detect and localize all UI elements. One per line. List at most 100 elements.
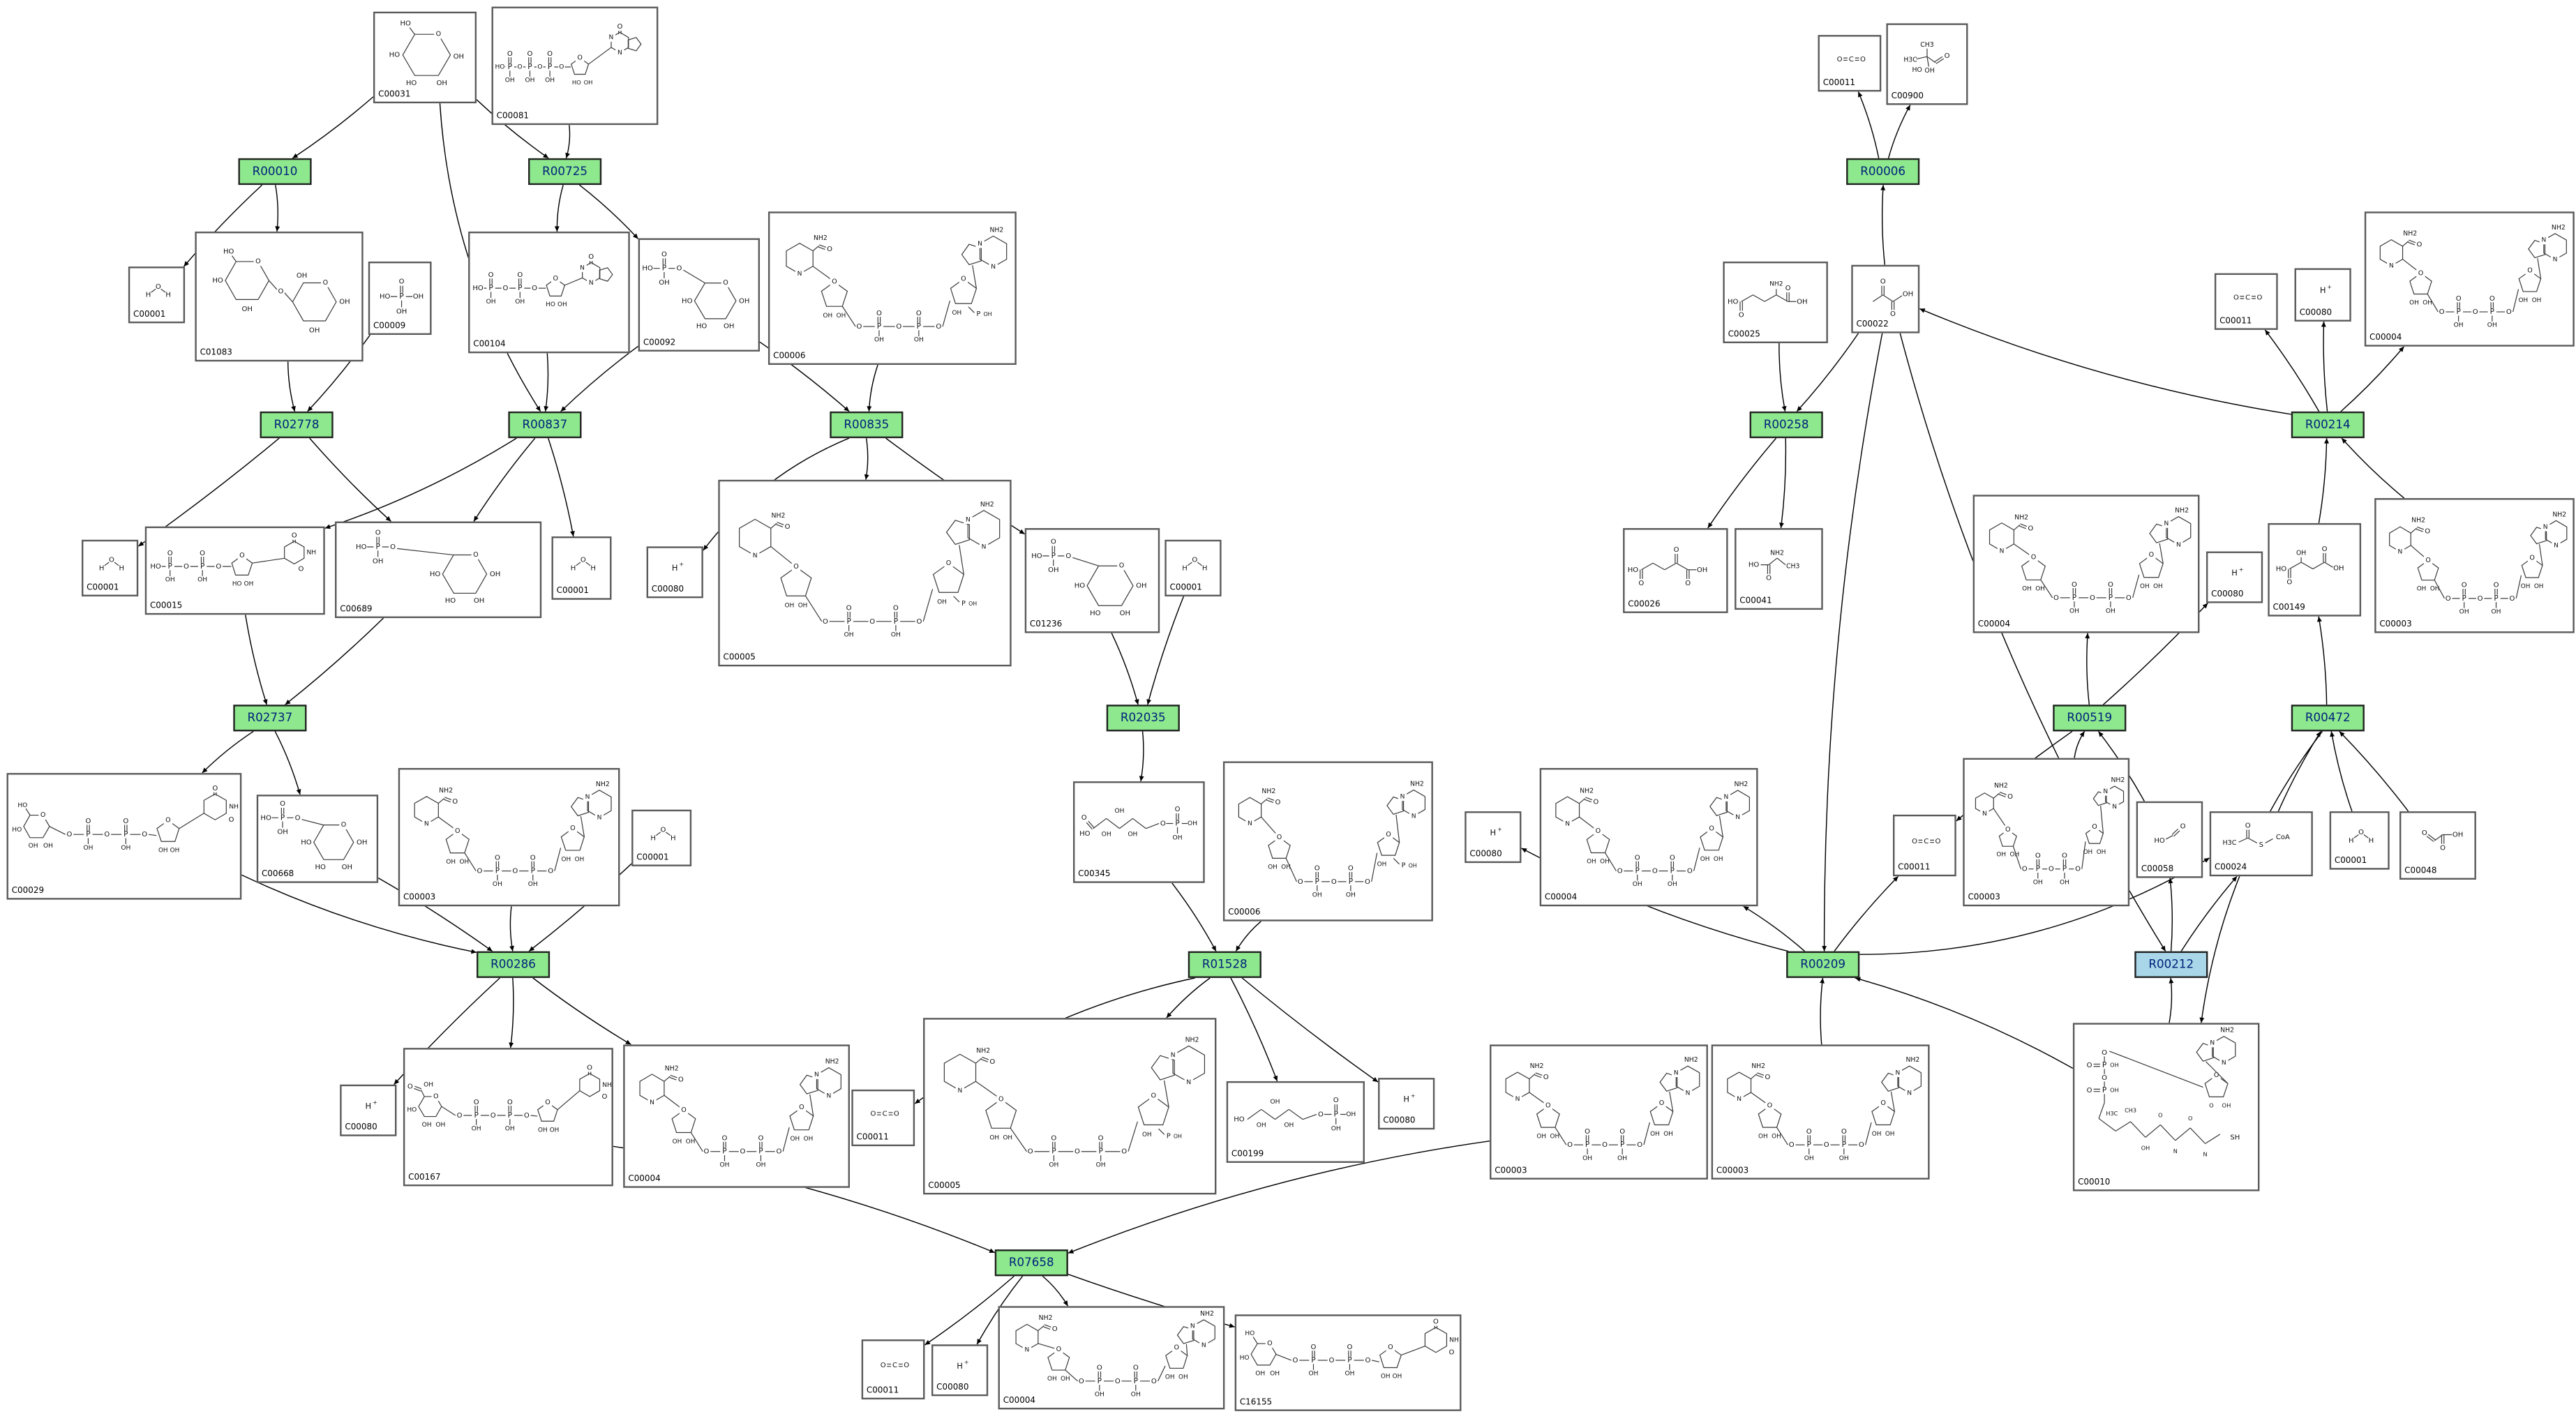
svg-text:OH: OH bbox=[1047, 1376, 1057, 1383]
reaction-node-r00519[interactable]: R00519 bbox=[2053, 705, 2127, 732]
svg-text:N: N bbox=[2210, 1040, 2215, 1047]
compound-node-c00080_d[interactable]: H+C00080 bbox=[931, 1344, 989, 1397]
svg-text:P: P bbox=[375, 543, 380, 551]
svg-text:H: H bbox=[2369, 837, 2374, 845]
reaction-node-r00209[interactable]: R00209 bbox=[1786, 951, 1860, 978]
reaction-node-r00212[interactable]: R00212 bbox=[2134, 951, 2208, 978]
reaction-node-r00286[interactable]: R00286 bbox=[477, 951, 551, 978]
svg-text:P: P bbox=[758, 1148, 763, 1156]
reaction-node-r00214[interactable]: R00214 bbox=[2291, 411, 2365, 439]
svg-text:O: O bbox=[1433, 1318, 1439, 1326]
reaction-node-r01528[interactable]: R01528 bbox=[1188, 951, 1261, 978]
svg-text:OH: OH bbox=[43, 843, 53, 850]
reaction-node-r02737[interactable]: R02737 bbox=[233, 705, 307, 732]
svg-text:HO: HO bbox=[642, 265, 653, 273]
compound-node-c00080_g[interactable]: H+C00080 bbox=[1465, 811, 1522, 864]
compound-node-c00080_f[interactable]: H+C00080 bbox=[2206, 551, 2263, 603]
reaction-node-r00837[interactable]: R00837 bbox=[508, 411, 582, 439]
svg-text:O: O bbox=[1331, 878, 1337, 886]
compound-node-c00080_b[interactable]: H+C00080 bbox=[340, 1084, 397, 1136]
reaction-node-r00258[interactable]: R00258 bbox=[1749, 411, 1823, 439]
svg-text:NH2: NH2 bbox=[2014, 513, 2028, 521]
reaction-node-r00472[interactable]: R00472 bbox=[2291, 705, 2365, 732]
edge-c00010-r00209 bbox=[1855, 977, 2074, 1069]
reaction-node-r02035[interactable]: R02035 bbox=[1106, 705, 1180, 732]
reaction-node-r02778[interactable]: R02778 bbox=[260, 411, 334, 439]
compound-label: C00668 bbox=[261, 869, 294, 880]
svg-text:N: N bbox=[580, 264, 585, 271]
svg-text:OH: OH bbox=[2492, 608, 2501, 615]
molecule-water-structure: HOH bbox=[2349, 829, 2374, 845]
compound-node-c00080_a[interactable]: H+C00080 bbox=[646, 546, 703, 599]
svg-text:OH: OH bbox=[545, 77, 555, 84]
svg-text:OH: OH bbox=[550, 1127, 560, 1134]
reaction-node-r00835[interactable]: R00835 bbox=[830, 411, 904, 439]
reaction-node-r00006[interactable]: R00006 bbox=[1846, 158, 1920, 186]
compound-label: C00199 bbox=[1231, 1149, 1264, 1160]
svg-text:OH: OH bbox=[29, 843, 38, 850]
svg-text:NH: NH bbox=[602, 1082, 612, 1089]
reaction-node-r00010[interactable]: R00010 bbox=[238, 158, 312, 186]
svg-text:O: O bbox=[1115, 1378, 1121, 1385]
compound-node-c00080_e[interactable]: H+C00080 bbox=[2294, 268, 2351, 322]
reaction-node-r00725[interactable]: R00725 bbox=[528, 158, 602, 186]
svg-text:O: O bbox=[1837, 56, 1843, 63]
compound-node-c00080_c[interactable]: H+C00080 bbox=[1378, 1078, 1435, 1130]
edge-c00015-r02737 bbox=[245, 615, 268, 705]
reaction-node-r07658[interactable]: R07658 bbox=[994, 1249, 1068, 1277]
svg-text:P: P bbox=[722, 1148, 726, 1156]
